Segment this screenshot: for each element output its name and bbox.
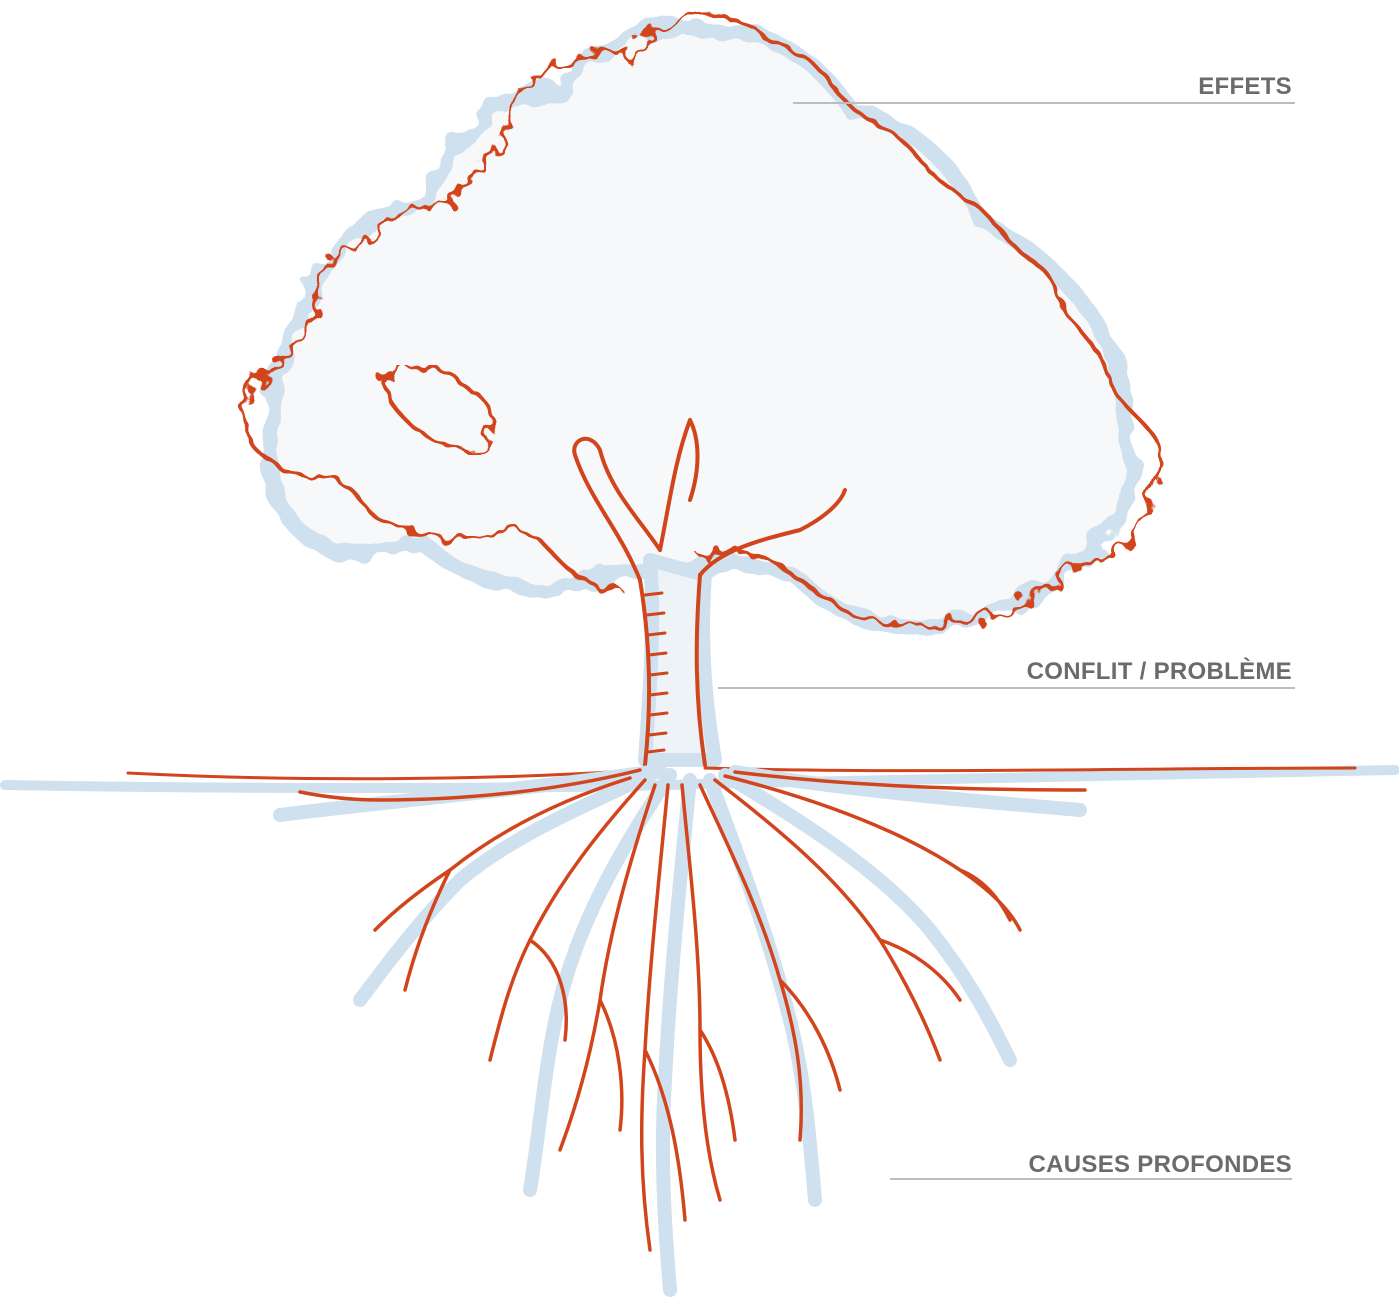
canopy-shadow (270, 28, 1131, 628)
rule-root-causes (890, 1178, 1292, 1180)
rule-effects (793, 102, 1295, 104)
tree-roots (280, 770, 1085, 1290)
label-effects: EFFETS (1198, 73, 1292, 101)
roots-shadow (280, 770, 1080, 1290)
rule-conflict (718, 687, 1295, 689)
label-conflict: CONFLIT / PROBLÈME (1027, 658, 1292, 686)
trunk-shadow (645, 560, 715, 760)
tree-canopy (244, 14, 1160, 628)
label-root-causes: CAUSES PROFONDES (1028, 1151, 1292, 1179)
